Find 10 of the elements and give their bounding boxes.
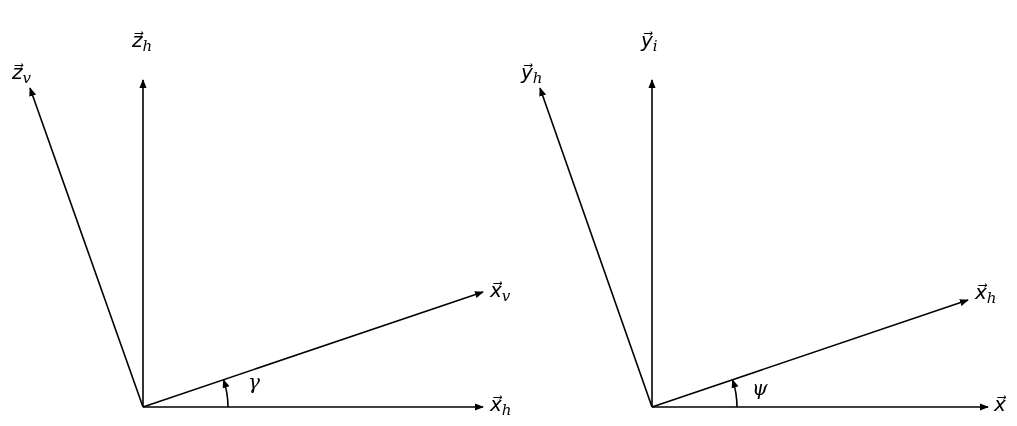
axis-label: x⃗$_{v}$ <box>490 280 511 300</box>
axis-label: z⃗$_{h}$ <box>132 30 153 50</box>
axis-label: y⃗$_{h}$ <box>521 62 543 82</box>
axis-label: x⃗ <box>994 394 1006 414</box>
axis-label: x⃗$_{h}$ <box>490 394 512 414</box>
axis-label: y⃗$_{i}$ <box>641 30 658 50</box>
axis-label: x⃗$_{h}$ <box>975 282 997 302</box>
axis-label: ψ <box>752 378 768 398</box>
axis-label: z⃗$_{v}$ <box>12 62 31 82</box>
axis-label: γ <box>248 372 260 392</box>
